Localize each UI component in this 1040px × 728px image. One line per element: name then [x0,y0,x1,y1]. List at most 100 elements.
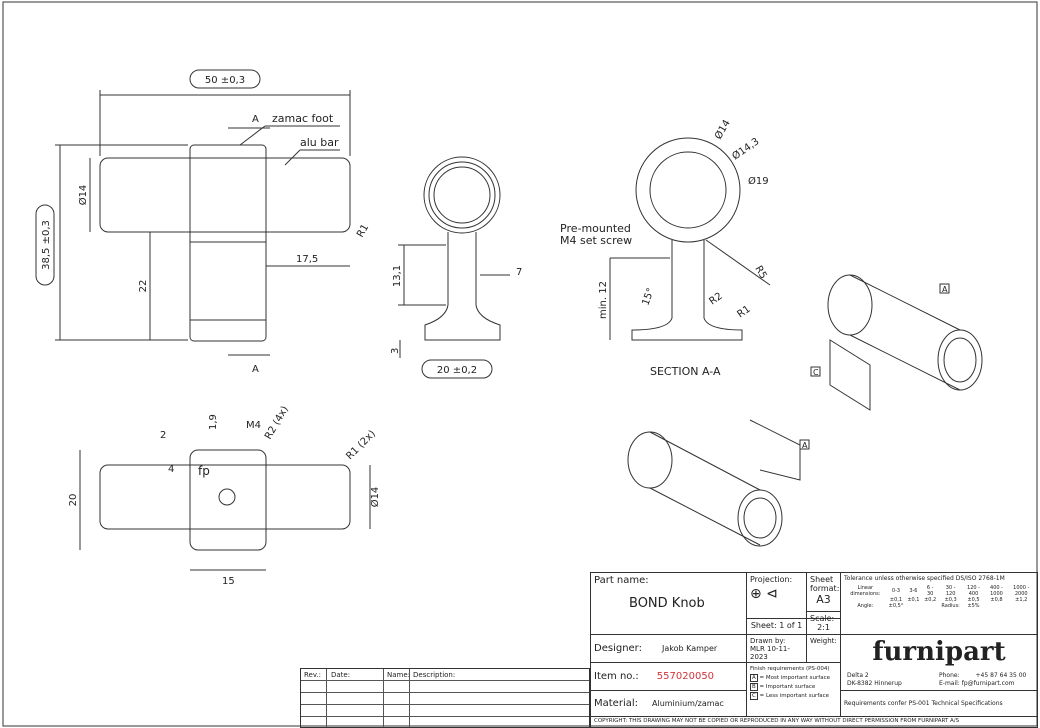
drawn-by-label: Drawn by: [750,637,786,645]
tolerance: ±0,3 [944,597,957,603]
finish-mark: A [750,674,758,682]
angle-tolerance: ±0,5° [888,603,904,609]
range: 120 - 400 [967,585,980,597]
iso-mark-a: A [942,285,948,294]
finish-item: = Less important surface [759,693,830,699]
dim-r5: R5 [752,264,768,281]
finish-mark: C [750,692,758,700]
item-label: Item no.: [594,671,639,682]
projection-symbol-icon: ⊕ ⊲ [750,586,778,602]
isometric-view-1: A C [810,274,983,411]
address-1: Delta 2 [847,672,869,679]
finish-item: = Most important surface [759,675,831,681]
dim-length: 17,5 [296,254,318,265]
dim-side-height: 13,1 [392,265,403,287]
drawn-by: MLR 10-11-2023 [750,645,790,661]
range: 3-6 [909,588,918,594]
iso-mark-c: C [813,368,819,377]
range: 1000 - 2000 [1013,585,1030,597]
dim-19: 1,9 [208,414,219,430]
phone-label: Phone: [939,672,960,679]
name-header: Name: [387,671,411,679]
range: 400 - 1000 [990,585,1003,597]
dim-2: 2 [160,430,166,441]
email[interactable]: fp@furnipart.com [961,680,1015,687]
company-logo: furnipart [872,637,1006,667]
weight-label: Weight: [806,634,841,663]
dim-m4: M4 [246,420,261,431]
dim-height: 38,5 ±0,3 [41,220,52,270]
range: 0-3 [891,588,901,594]
dim-angle: 15° [640,287,656,307]
projection-label: Projection: [750,575,793,584]
scale: 2:1 [817,623,830,632]
label-bar: alu bar [300,136,339,149]
tolerance: ±1,2 [1015,597,1028,603]
radius-tolerance: ±5% [967,603,980,609]
range: 30 - 120 [945,585,956,597]
dim-top-height: 20 [68,494,79,507]
dim-side-width: 7 [516,267,522,278]
sheet-number: Sheet: 1 of 1 [746,618,807,635]
revision-table: Rev.: Date: Name: Description: [300,668,590,728]
dim-r2-4x: R2 (4x) [263,404,291,441]
sheet-format-label: Sheet format: [810,575,840,593]
radius-label: Radius: [941,603,960,609]
scale-label: Scale: [810,614,835,623]
dim-top-diameter: Ø14 [369,487,381,508]
fp-logo-mark: fp [198,464,210,478]
requirements-note: Requirements confer PS-001 Technical Spe… [840,690,1038,717]
dim-foot-height: 3 [390,348,401,354]
email-label: E-mail: [939,680,960,687]
tolerance: ±0,1 [907,597,920,603]
material-label: Material: [594,698,638,709]
front-view: 50 ±0,3 38,5 ±0,3 Ø14 22 17,5 A A zamac … [35,69,371,375]
tolerance-title: Tolerance unless otherwise specified DS/… [844,575,1005,582]
dim-lower: 22 [138,280,149,293]
screw-note-2: M4 set screw [560,234,632,247]
copyright-notice: COPYRIGHT: THIS DRAWING MAY NOT BE COPIE… [590,716,1038,728]
screw-note-1: Pre-mounted [560,222,631,235]
linear-label: Linear dimensions: [850,585,881,597]
section-title: SECTION A-A [650,365,721,378]
finish-title: Finish requirements (PS-004) [750,666,830,672]
date-header: Date: [331,671,351,679]
description-header: Description: [413,671,456,679]
address-2: DK-8382 Hinnerup [847,680,902,687]
material: Aluminium/zamac [652,699,724,708]
dim-width: 50 ±0,3 [205,75,245,86]
dim-min: min. 12 [598,281,609,319]
item-number: 557020050 [656,671,715,682]
dim-d19: Ø19 [748,175,769,187]
sheet-format: A3 [816,593,831,606]
phone: +45 87 64 35 00 [975,672,1027,679]
dim-radius: R1 [355,222,371,239]
dim-d143: Ø14,3 [730,135,762,162]
iso-mark-a2: A [802,441,808,450]
section-mark-top: A [252,114,259,125]
angle-label: Angle: [857,603,874,609]
dim-r2: R2 [707,291,724,308]
top-view: 20 15 Ø14 2 1,9 M4 R2 (4x) R1 (2x) 4 fp [68,404,381,587]
dim-base: 20 ±0,2 [437,365,477,376]
range: 6 - 30 [926,585,934,597]
finish-item: = Important surface [759,684,816,690]
isometric-view-2: A [627,419,810,547]
dim-diameter: Ø14 [77,185,89,206]
tolerance: ±0,8 [990,597,1003,603]
tolerance: ±0,2 [924,597,937,603]
side-view: 13,1 3 7 20 ±0,2 [390,156,522,379]
tolerance: ±0,5 [967,597,980,603]
dim-r1: R1 [735,304,752,321]
dim-4: 4 [168,464,174,475]
designer: Jakob Kamper [661,644,718,653]
part-name-label: Part name: [594,575,649,586]
dim-top-width: 15 [222,576,235,587]
designer-label: Designer: [594,643,642,654]
label-foot: zamac foot [272,112,334,125]
tolerance: ±0,1 [889,597,903,603]
dim-d14: Ø14 [712,118,733,142]
section-view: min. 12 Pre-mounted M4 set screw Ø14 Ø14… [560,118,771,378]
